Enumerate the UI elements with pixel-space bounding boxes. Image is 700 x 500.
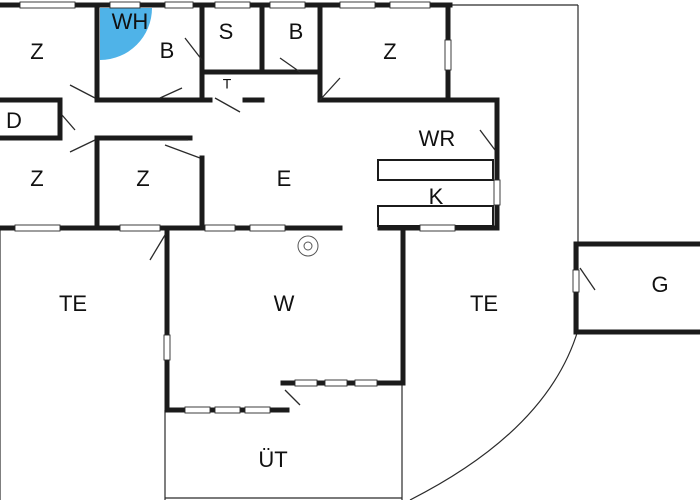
- room-label-terrace-left: TE: [59, 291, 87, 316]
- room-labels: Z WH B S B Z T D WR Z Z E K TE W TE G ÜT: [6, 9, 669, 472]
- room-label-kitchen: K: [429, 184, 444, 209]
- room-label-bedroom-top-right: Z: [383, 39, 396, 64]
- walls: [0, 2, 700, 413]
- room-label-wh: WH: [112, 9, 149, 34]
- room-label-bedroom-mid-left: Z: [30, 166, 43, 191]
- doors: [61, 37, 596, 406]
- room-label-wr: WR: [419, 126, 456, 151]
- thin-outlines: [0, 4, 579, 500]
- room-label-living: W: [274, 291, 295, 316]
- windows: [14, 1, 580, 414]
- wh-highlight: [100, 8, 152, 60]
- room-label-bedroom-mid: Z: [136, 166, 149, 191]
- stove-icon: [297, 235, 319, 257]
- room-label-d: D: [6, 108, 22, 133]
- room-label-outside: ÜT: [258, 447, 287, 472]
- room-label-toilet: T: [223, 76, 232, 92]
- room-label-terrace-right: TE: [470, 291, 498, 316]
- room-label-bedroom-top-left: Z: [30, 39, 43, 64]
- room-label-bath-1: B: [160, 38, 175, 63]
- room-label-bath-2: B: [289, 19, 304, 44]
- kitchen-counters: [377, 159, 494, 227]
- room-label-garage: G: [651, 272, 668, 297]
- room-label-shower: S: [219, 19, 234, 44]
- room-label-entrance: E: [277, 166, 292, 191]
